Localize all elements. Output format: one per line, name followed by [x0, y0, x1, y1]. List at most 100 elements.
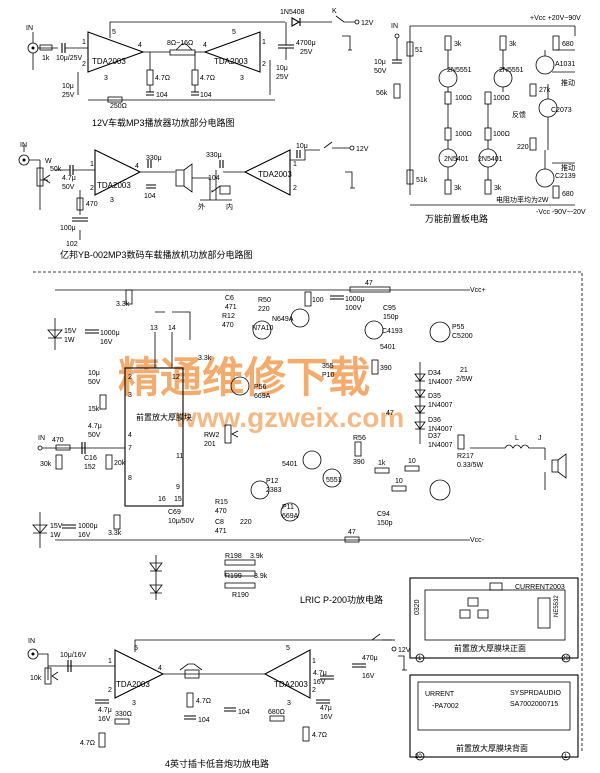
watermark: 精通维修下载 www.gzweix.com [118, 353, 404, 433]
c4-r355-label: 355 [322, 363, 334, 370]
c5-ic2-label: TDA2003 [274, 680, 308, 689]
c5-r47a-label: 4.7Ω [80, 740, 95, 747]
c1-pin5: 5 [112, 29, 116, 36]
c4-pin9: 9 [176, 484, 180, 491]
c1-ic2-label: TDA2003 [214, 57, 248, 66]
c4-c47u-v: 50V [88, 432, 101, 439]
c2-r470-label: 470 [86, 201, 98, 208]
front-pin20-marker [561, 653, 571, 663]
c5-pin3: 3 [132, 700, 136, 707]
c4-c1000u-b-label: 1000μ [78, 523, 98, 530]
c4-r390a [371, 359, 379, 375]
back-line2: -PA7002 [432, 703, 459, 710]
c4-pin14: 14 [168, 325, 176, 332]
c2-ic2-triangle [243, 149, 291, 196]
c5-pot [44, 667, 52, 685]
c2-c104a-label: 104 [144, 193, 156, 200]
c4-rw2 [224, 424, 232, 444]
c3-vcc-p-label: +Vcc +20V~90V [530, 15, 581, 22]
c4-r390a-label: 390 [380, 365, 392, 372]
c4-p11m-label: 669A [282, 513, 299, 520]
watermark-url: www.gzweix.com [174, 402, 404, 433]
c5-ic2-pin3: 3 [287, 700, 291, 707]
c4-r10a-label: 10 [395, 478, 403, 485]
c5-c47a-label: 4.7μ [98, 707, 112, 714]
c1-pin3: 3 [104, 75, 108, 82]
c4-r33k-b [113, 514, 121, 530]
c3-fb-label: 反馈 [512, 110, 526, 119]
c4-r217v-label: 0.33/5W [457, 462, 483, 469]
c4-r100-label: 100 [312, 297, 324, 304]
c3-r100b-label: 100Ω [493, 95, 510, 102]
c1-r47b [191, 69, 199, 86]
module-back-outline [409, 674, 579, 758]
c4-p12-label: P12 [266, 478, 279, 485]
c2-c330a-label: 330μ [146, 155, 162, 162]
c4-r15k [99, 394, 107, 410]
c5-speaker-icon [179, 663, 203, 671]
c4-p12m-label: 2383 [266, 487, 282, 494]
c5-c47c-label: 47μ [320, 705, 332, 712]
c4-l-label: L [515, 435, 519, 442]
c5-vcc-label: 12V [398, 647, 411, 654]
c4-c16v-label: 152 [84, 464, 96, 471]
c1-spk-label: 8Ω~16Ω [167, 40, 193, 47]
c5-ic2-pin2: 2 [312, 687, 316, 694]
c3-r100a [444, 91, 452, 105]
c4-p56-icon [230, 376, 250, 396]
c4-rw2-label: RW2 [204, 432, 220, 439]
c4-c47u-label: 4.7μ [88, 423, 102, 430]
c4-in-label: IN [38, 435, 45, 442]
c4-r198-label: R198 [225, 553, 242, 560]
c4-c1000u-a-label: 1000μ [100, 330, 120, 337]
c4-r217 [457, 434, 465, 450]
c3-r51 [406, 41, 414, 57]
c4-r47-bot [344, 536, 360, 543]
c5-switch-icon [371, 633, 392, 641]
c4-z15a-w-label: 1W [64, 337, 75, 344]
c3-r100d [484, 127, 492, 141]
c1-ic2-pin5: 5 [232, 29, 236, 36]
c4-c4193-label: C4193 [382, 328, 403, 335]
c3-q7-icon [535, 168, 555, 188]
c2-out-l-label: 外 [198, 202, 205, 211]
c4-r30k [55, 454, 63, 470]
c4-p55-label: P55 [452, 324, 465, 331]
c5-r47c [302, 726, 310, 742]
front-model-label: CURRENT2003 [515, 584, 565, 591]
c4-r355v-label: P10 [322, 372, 335, 379]
c5-c104a-label: 104 [198, 717, 210, 724]
c1-r-in [39, 44, 53, 51]
c4-c1000v-label: 100V [345, 305, 362, 312]
c4-r390b-label: 390 [353, 459, 365, 466]
c5-ic1-triangle [114, 649, 165, 699]
c1-ic2-pin2: 2 [262, 61, 266, 68]
c4-inductor-icon [470, 444, 545, 449]
c4-q5551-label: 5551 [326, 477, 342, 484]
c2-ic1-triangle [94, 149, 142, 196]
c4-j-label: J [538, 435, 542, 442]
c4-pin15: 15 [174, 496, 182, 503]
c4-p11-icon [280, 502, 300, 522]
c4-r47-top-label: 47 [365, 280, 373, 287]
c2-switch-icon [323, 141, 350, 149]
c1-ic2-pin4: 4 [203, 42, 207, 49]
c4-c69v-label: 10μ/50V [168, 518, 195, 525]
c4-d35-label: D35 [428, 393, 441, 400]
c1-in-label: IN [26, 25, 33, 32]
c5-r47a [98, 732, 106, 748]
title-module-back: 前置放大厚膜块背面 [456, 743, 528, 753]
c4-r190 [224, 582, 256, 589]
c4-r220-label: 220 [240, 519, 252, 526]
c4-pin16: 16 [158, 496, 166, 503]
c4-c4193-icon [364, 320, 384, 340]
c3-q2-label: 2N5551 [499, 67, 524, 74]
title-lric: LRIC P-200功放电路 [300, 594, 383, 605]
c4-pin4: 4 [128, 432, 132, 439]
c2-c47-label: 4.7μ [62, 175, 76, 182]
input-jack-center [31, 46, 35, 50]
c2-pot-wiper-icon [43, 174, 51, 184]
c4-q7a10-icon [252, 320, 272, 340]
module-front-component [489, 582, 503, 591]
c5-c104b-label: 104 [238, 709, 250, 716]
